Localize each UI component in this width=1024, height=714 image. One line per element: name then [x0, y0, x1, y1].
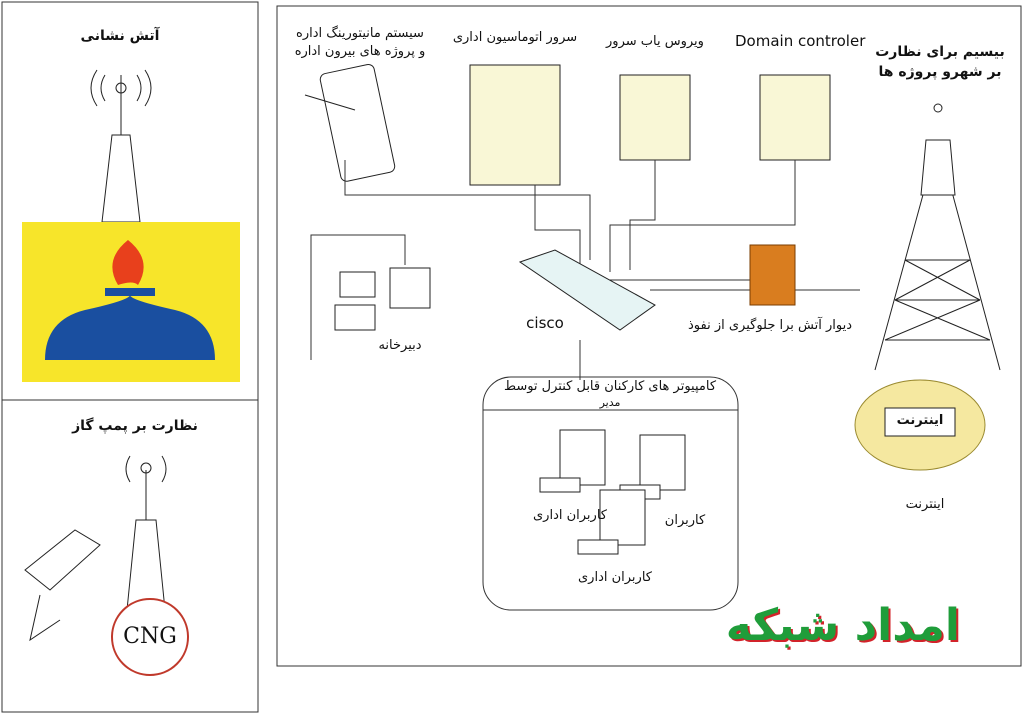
gas-panel [1, 399, 259, 713]
antivirus-server-label: ویروس یاب سرور [606, 34, 704, 49]
antenna-icon [90, 69, 152, 223]
monitoring-label-1: سیستم مانیتورینگ اداره [296, 26, 424, 41]
antenna-icon [125, 455, 167, 621]
fire-title: آتش نشانی [80, 28, 160, 44]
gas-logo [22, 222, 240, 382]
firewall-icon [749, 244, 796, 306]
cng-label: CNG [123, 624, 177, 649]
secretariat-label: دبیرخانه [378, 338, 422, 353]
domain-server-icon [759, 74, 831, 161]
wireless-label-2: بر شهرو پروژه ها [878, 64, 1002, 80]
automation-server-label: سرور اتوماسیون اداری [452, 30, 578, 45]
computer-icon [539, 429, 686, 555]
wireless-tower-icon [874, 103, 1001, 371]
cisco-switch-icon [518, 249, 656, 331]
wireless-label-1: بیسیم برای نظارت [875, 44, 1005, 60]
automation-server-icon [469, 64, 561, 186]
camera-icon [24, 529, 101, 642]
users-label-right: کاربران [664, 513, 706, 528]
gas-title: نظارت بر پمپ گاز [72, 418, 198, 434]
main-panel [276, 5, 1022, 667]
staff-title-1: کامپیوتر های کارکنان قابل کنترل توسط [503, 379, 717, 394]
staff-group-box [482, 376, 739, 611]
internet-caption: اینترنت [905, 497, 945, 512]
cisco-label: cisco [526, 314, 564, 332]
users-label-left: کاربران اداری [533, 508, 607, 523]
tablet-icon [304, 63, 396, 182]
monitoring-label-2: و پروژه های بیرون اداره [294, 44, 426, 59]
staff-title-2: مدیر [599, 396, 621, 409]
antivirus-server-icon [619, 74, 691, 161]
watermark-logo: امداد شبکه [725, 600, 960, 651]
firewall-label: دیوار آتش برا جلوگیری از نفوذ [688, 318, 852, 333]
internet-cloud-label: اینترنت [896, 413, 944, 428]
users-label-bottom: کاربران اداری [578, 570, 652, 585]
cng-logo [111, 598, 189, 676]
printer-icon [334, 267, 431, 331]
domain-controller-label: Domain controler [735, 32, 866, 50]
